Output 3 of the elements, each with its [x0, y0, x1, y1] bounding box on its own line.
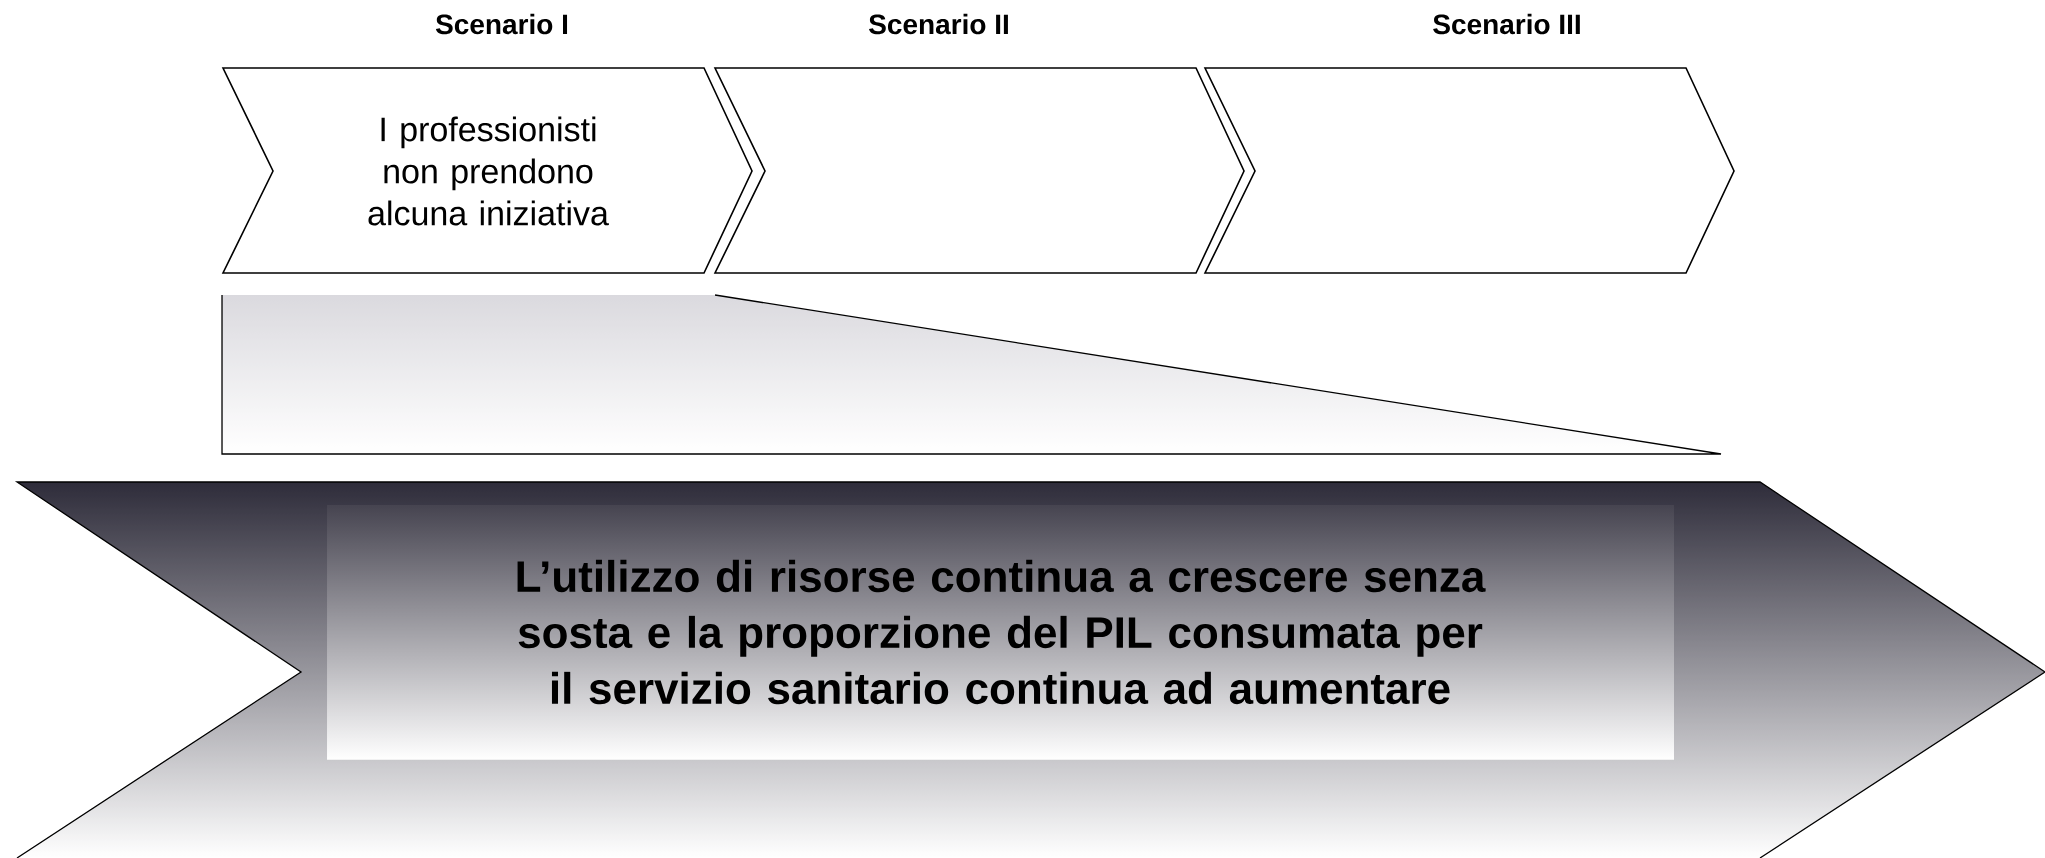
- step-title: Scenario I: [435, 13, 568, 35]
- step-title: Scenario III: [1433, 13, 1580, 35]
- step-title: Scenario II: [869, 13, 1008, 35]
